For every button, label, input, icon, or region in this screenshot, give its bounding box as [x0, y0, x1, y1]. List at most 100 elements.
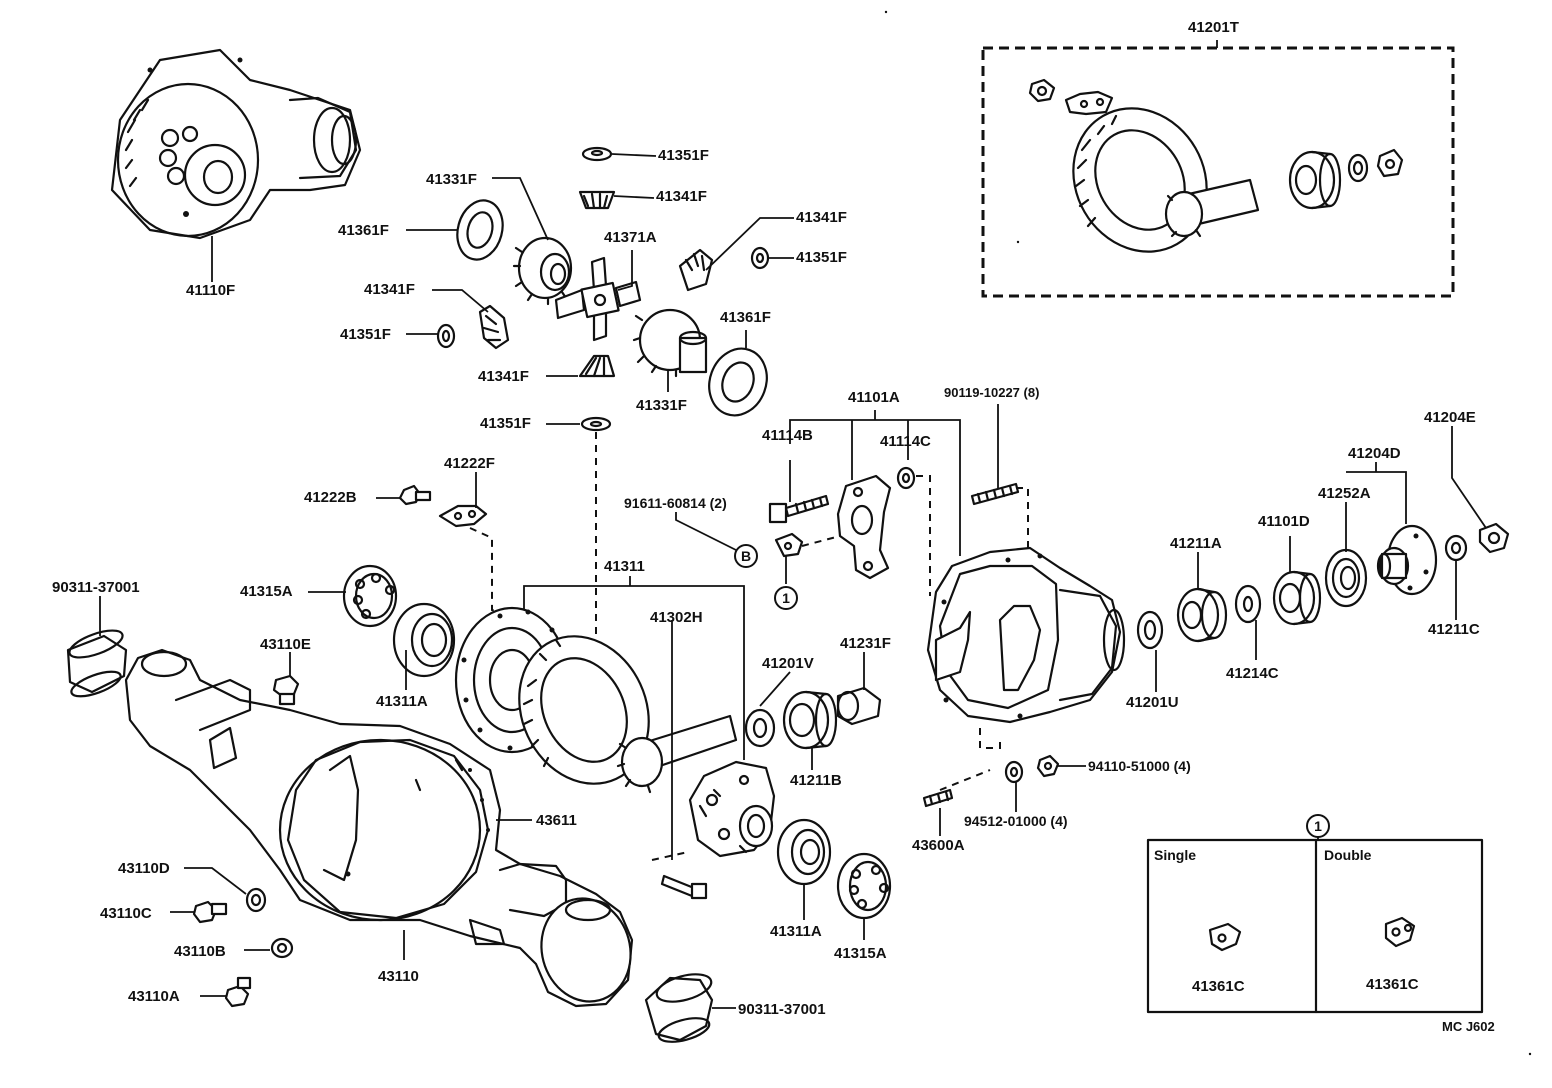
- label-41351F-right: 41351F: [796, 249, 847, 266]
- gasket-43110B-icon: [270, 937, 294, 959]
- washer-41211C-icon: [1444, 534, 1468, 562]
- carrier-assembly-icon: [110, 48, 362, 240]
- label-43600A: 43600A: [912, 837, 965, 854]
- label-41351F-bottom: 41351F: [480, 415, 531, 432]
- label-41341F-top: 41341F: [656, 188, 707, 205]
- bearing-41211B-icon: [782, 690, 838, 750]
- label-43110E: 43110E: [260, 636, 311, 653]
- label-41114C: 41114C: [880, 433, 931, 450]
- label-41311: 41311: [604, 558, 645, 575]
- sleeve-41114C-icon: [896, 466, 916, 490]
- pinion-gear-41341F-left-icon: [478, 304, 510, 350]
- stud-bolt-90119-icon: [970, 482, 1020, 506]
- washer-94512-icon: [1004, 760, 1024, 784]
- bearing-41315A-bottom-icon: [836, 852, 892, 920]
- label-43110A: 43110A: [128, 988, 180, 1005]
- oil-seal-41252A-icon: [1324, 548, 1368, 608]
- label-41341F-bottom: 41341F: [478, 368, 529, 385]
- label-41361F-right: 41361F: [720, 309, 771, 326]
- bolt-41114B-icon: [768, 494, 830, 524]
- breather-cap-41222F-icon: [438, 504, 488, 528]
- thrust-washer-41361F-left-icon: [456, 199, 504, 261]
- differential-carrier-housing-icon: [926, 546, 1126, 724]
- bearing-41315A-top-icon: [342, 564, 398, 628]
- label-41341F-left: 41341F: [364, 281, 415, 298]
- label-41101A: 41101A: [848, 389, 900, 406]
- bearing-cup-90311-top-icon: [66, 629, 128, 698]
- reference-marker-b: B: [734, 544, 758, 568]
- label-41101D: 41101D: [1258, 513, 1310, 530]
- kit-bearing-icon: [1288, 150, 1342, 210]
- lock-plate-inset: [1146, 836, 1484, 1014]
- pinion-gear-41341F-right-icon: [678, 248, 714, 292]
- label-41231F: 41231F: [840, 635, 891, 652]
- label-43110B: 43110B: [174, 943, 226, 960]
- label-41331F-bottom: 41331F: [636, 397, 687, 414]
- inset-single-title: Single: [1154, 847, 1197, 863]
- stud-43600A-icon: [922, 788, 954, 808]
- kit-nut-icon: [1028, 78, 1056, 103]
- label-41311A-top: 41311A: [376, 693, 428, 710]
- label-41371A: 41371A: [604, 229, 657, 246]
- bearing-cup-90311-bottom-icon: [644, 973, 714, 1043]
- label-41351F-left: 41351F: [340, 326, 391, 343]
- label-41341F-right: 41341F: [796, 209, 847, 226]
- shim-41201U-icon: [1136, 610, 1164, 650]
- kit-spacer-icon: [1347, 153, 1369, 183]
- label-43110: 43110: [378, 968, 419, 985]
- label-41351F-top: 41351F: [658, 147, 709, 164]
- plug-43110C-icon: [192, 900, 228, 924]
- inset-double-title: Double: [1324, 847, 1372, 863]
- label-41211A-top: 41211A: [1170, 535, 1222, 552]
- bearing-cap-icon: [836, 474, 892, 580]
- label-41361C-double: 41361C: [1366, 976, 1419, 993]
- label-41201T: 41201T: [1188, 19, 1239, 36]
- bearing-41101D-icon: [1272, 570, 1322, 626]
- label-41211B: 41211B: [790, 772, 842, 789]
- washer-41201V-icon: [744, 708, 776, 748]
- plug-43110A-icon: [224, 976, 252, 1008]
- thrust-washer-41361F-right-icon: [708, 347, 768, 417]
- lock-plate-B-icon: [774, 532, 804, 558]
- label-41315A-top: 41315A: [240, 583, 293, 600]
- collapsible-spacer-41231F-icon: [836, 686, 882, 726]
- label-41201U: 41201U: [1126, 694, 1179, 711]
- bolt-diff-case-icon: [660, 874, 708, 900]
- label-41311A-bottom: 41311A: [770, 923, 822, 940]
- axle-housing-43110-icon: [124, 648, 634, 1008]
- label-41361C-single: 41361C: [1192, 978, 1245, 995]
- label-90311-37001-top: 90311-37001: [52, 579, 140, 596]
- label-41201V: 41201V: [762, 655, 814, 672]
- pinion-gear-41341F-top-icon: [578, 190, 616, 210]
- drive-pinion-41302H-icon: [616, 714, 738, 794]
- label-43611: 43611: [536, 812, 577, 829]
- label-41222F: 41222F: [444, 455, 495, 472]
- companion-flange-41204D-icon: [1376, 524, 1438, 596]
- diff-case-icon: [688, 760, 776, 858]
- pinion-gear-41341F-bottom-icon: [578, 354, 616, 378]
- label-43110D: 43110D: [118, 860, 170, 877]
- label-41110F: 41110F: [186, 282, 236, 299]
- gasket-43110D-icon: [245, 887, 267, 913]
- label-91611-60814: 91611-60814 (2): [624, 495, 727, 511]
- reference-marker-1-inset: 1: [1306, 814, 1330, 838]
- label-41315A-bottom: 41315A: [834, 945, 887, 962]
- plug-43110E-icon: [272, 674, 300, 706]
- nut-94110-icon: [1036, 754, 1060, 778]
- spacer-41214C-icon: [1234, 584, 1262, 624]
- kit-lock-plate-icon: [1064, 90, 1114, 116]
- bearing-cone-41311A-bottom-icon: [776, 818, 832, 886]
- bearing-cone-41311A-top-icon: [392, 602, 456, 678]
- thrust-washer-41351F-bottom-icon: [580, 416, 612, 432]
- side-gear-41331F-right-icon: [632, 308, 708, 378]
- breather-41222B-icon: [398, 484, 432, 506]
- double-lock-plate-icon: [1384, 916, 1416, 948]
- label-41204D: 41204D: [1348, 445, 1401, 462]
- label-41331F-top: 41331F: [426, 171, 477, 188]
- label-41214C: 41214C: [1226, 665, 1279, 682]
- label-41114B: 41114B: [762, 427, 813, 444]
- label-41222B: 41222B: [304, 489, 357, 506]
- thrust-washer-41351F-left-icon: [436, 323, 456, 349]
- single-lock-plate-icon: [1208, 922, 1242, 952]
